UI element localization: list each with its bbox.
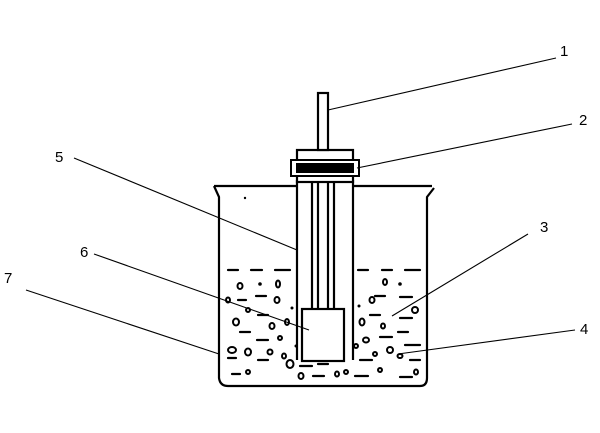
leader-line-3: [391, 233, 529, 317]
label-4: 4: [580, 321, 588, 338]
leader-line-4: [397, 329, 576, 355]
beaker-wall-left: [212, 185, 435, 388]
sealing-cap: [290, 148, 360, 184]
rod-top: [316, 91, 330, 152]
label-3: 3: [540, 219, 548, 236]
liquid-bubbles: [225, 278, 419, 380]
leader-line-5: [73, 157, 298, 251]
leader-line-1: [327, 57, 557, 111]
sealing-ring-band: [296, 163, 354, 173]
rod: [310, 91, 336, 309]
beaker: [212, 184, 435, 388]
label-7: 7: [4, 270, 12, 287]
sample-block: [300, 307, 346, 363]
leader-line-6: [93, 253, 310, 331]
label-2: 2: [579, 112, 587, 129]
leader-line-7: [25, 289, 220, 355]
leader-lines: [25, 57, 576, 355]
tube: [295, 180, 355, 360]
label-5: 5: [55, 149, 63, 166]
number-labels: 1 2 3 4 5 6 7: [4, 43, 588, 338]
label-1: 1: [560, 43, 568, 60]
label-6: 6: [80, 244, 88, 261]
leader-line-2: [356, 123, 573, 169]
